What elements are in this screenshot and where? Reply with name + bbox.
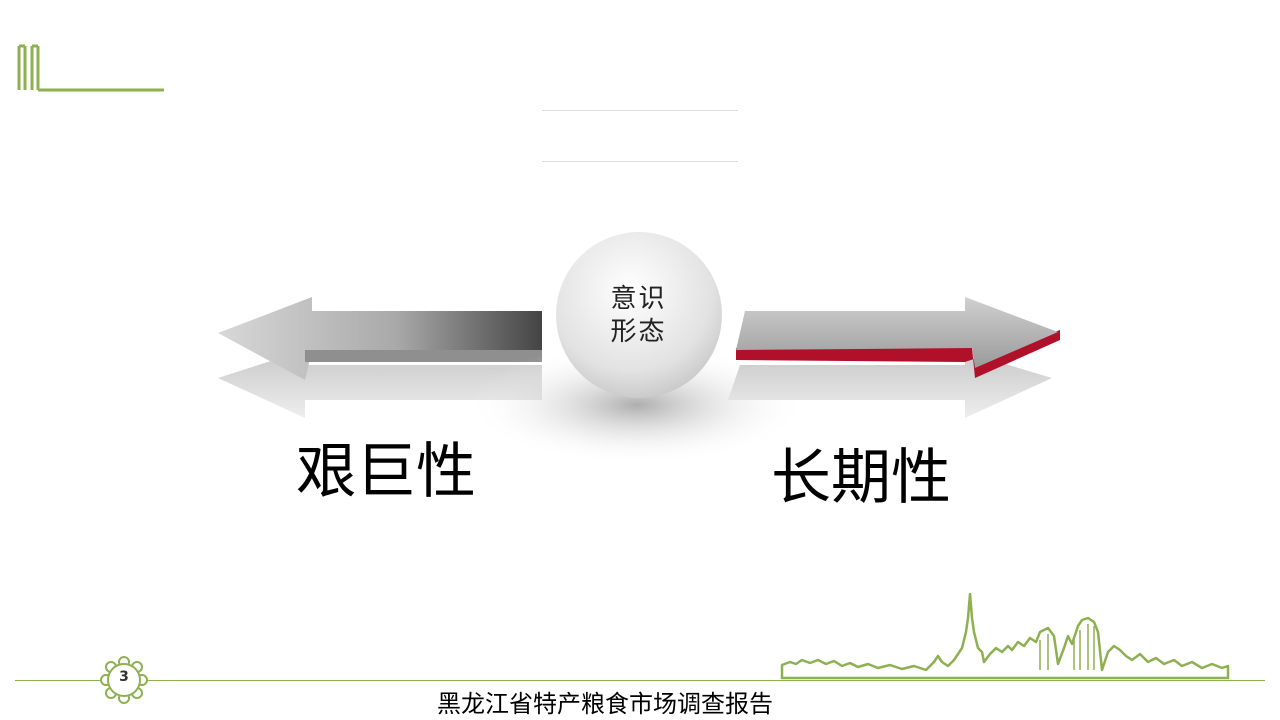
city-skyline-icon bbox=[780, 592, 1230, 680]
right-arrow bbox=[736, 297, 1058, 368]
center-line-2: 形态 bbox=[610, 317, 667, 347]
corner-logo-icon bbox=[17, 44, 164, 92]
right-arrow-label: 长期性 bbox=[771, 443, 951, 513]
top-rule-lower bbox=[542, 161, 738, 162]
left-arrow-edge bbox=[305, 350, 542, 362]
page-number: 3 bbox=[119, 669, 129, 685]
flower-badge-icon bbox=[100, 656, 148, 704]
circle-shadow bbox=[467, 345, 807, 465]
right-arrow-reflection bbox=[728, 352, 1052, 418]
center-circle-label: 意识 形态 bbox=[556, 283, 721, 349]
top-rule-upper bbox=[542, 110, 738, 111]
center-circle bbox=[556, 232, 722, 398]
left-arrow bbox=[218, 297, 542, 380]
footer-title: 黑龙江省特产粮食市场调查报告 bbox=[437, 690, 773, 718]
footer-rule bbox=[15, 680, 1265, 681]
center-line-1: 意识 bbox=[610, 284, 667, 314]
left-arrow-label: 艰巨性 bbox=[296, 437, 476, 507]
